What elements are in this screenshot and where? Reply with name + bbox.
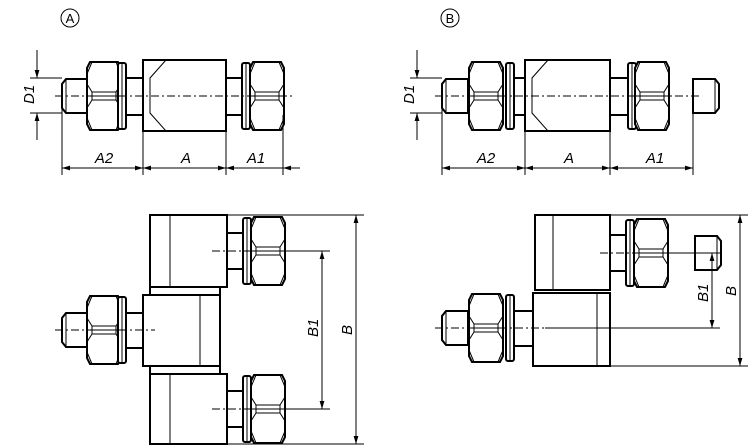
dim-a1: A1 <box>246 150 265 167</box>
dim-b: B <box>723 286 740 296</box>
dim-b1: B1 <box>305 319 322 337</box>
dim-a2: A2 <box>94 150 114 167</box>
block <box>532 292 611 367</box>
view-a-marker-circle <box>60 8 80 28</box>
dim-b1: B1 <box>695 284 712 302</box>
dim-b: B <box>339 325 356 335</box>
dim-a: A <box>180 150 191 167</box>
dim-d1: D1 <box>401 85 418 104</box>
view-a-marker: A <box>66 11 75 26</box>
view-b-side: B D1 A2 A A1 <box>401 8 720 175</box>
dim-a1: A1 <box>645 150 664 167</box>
dim-d1: D1 <box>21 85 38 104</box>
view-a-side: A D1 A2 A A1 <box>21 8 300 175</box>
view-a-top: B1 B <box>55 214 364 445</box>
view-b-top: B1 B <box>435 214 748 367</box>
block <box>534 214 611 291</box>
dim-a: A <box>563 150 574 167</box>
block-chamfer <box>149 59 167 132</box>
view-b-marker: B <box>446 11 455 26</box>
dim-a2: A2 <box>476 150 496 167</box>
